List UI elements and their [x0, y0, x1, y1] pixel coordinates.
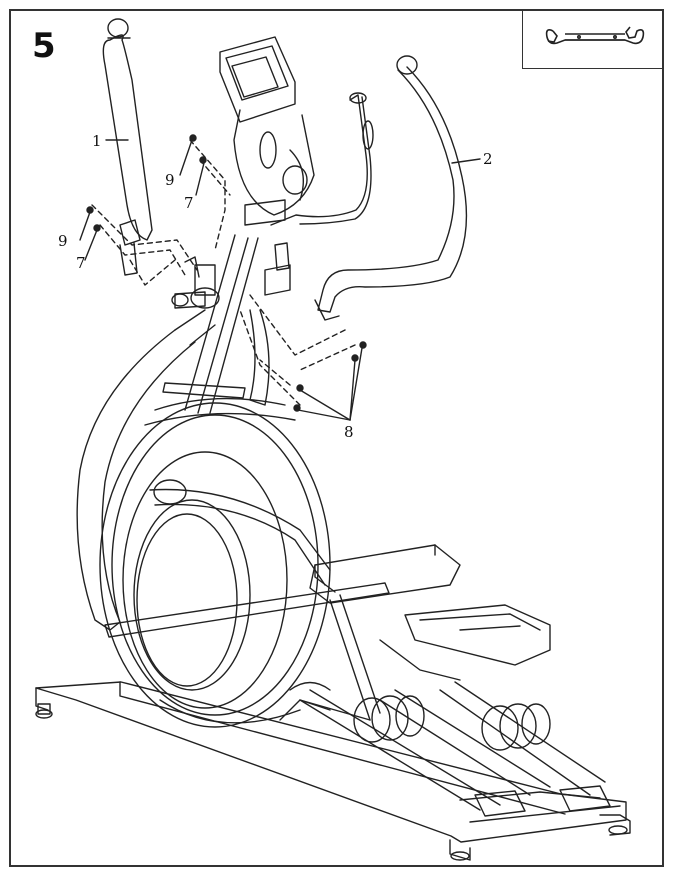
callout-1: 1 [92, 132, 102, 150]
crank-linkage [279, 594, 461, 721]
assembly-guides [91, 139, 356, 406]
diagram-frame [9, 9, 664, 867]
handlebar-2 [314, 55, 468, 321]
wrench-icon [545, 26, 645, 45]
callout-9-a: 9 [58, 232, 68, 250]
callout-labels: 1 2 9 7 9 7 8 [58, 132, 493, 441]
handlebar-1 [102, 18, 153, 276]
pedal-right [404, 604, 551, 666]
leader-lines [79, 139, 481, 421]
bolts [86, 134, 367, 412]
fixed-handlebar [270, 92, 374, 226]
callout-7-b: 7 [184, 194, 194, 212]
callout-9-b: 9 [165, 171, 175, 189]
step-number: 5 [32, 26, 56, 66]
callout-7-a: 7 [76, 254, 86, 272]
base-frame [35, 681, 631, 861]
tool-box [522, 9, 664, 69]
lower-arm-right [249, 242, 291, 406]
pedal-left [309, 544, 461, 604]
cross-tube [104, 479, 390, 638]
callout-8: 8 [344, 423, 354, 441]
callout-2: 2 [483, 150, 493, 168]
main-mast [162, 234, 259, 414]
roller-left [299, 695, 425, 743]
rails [299, 681, 611, 817]
roller-right [481, 703, 551, 751]
lower-arm-left [76, 309, 216, 631]
flywheel-housing [99, 397, 331, 728]
console [219, 36, 315, 226]
